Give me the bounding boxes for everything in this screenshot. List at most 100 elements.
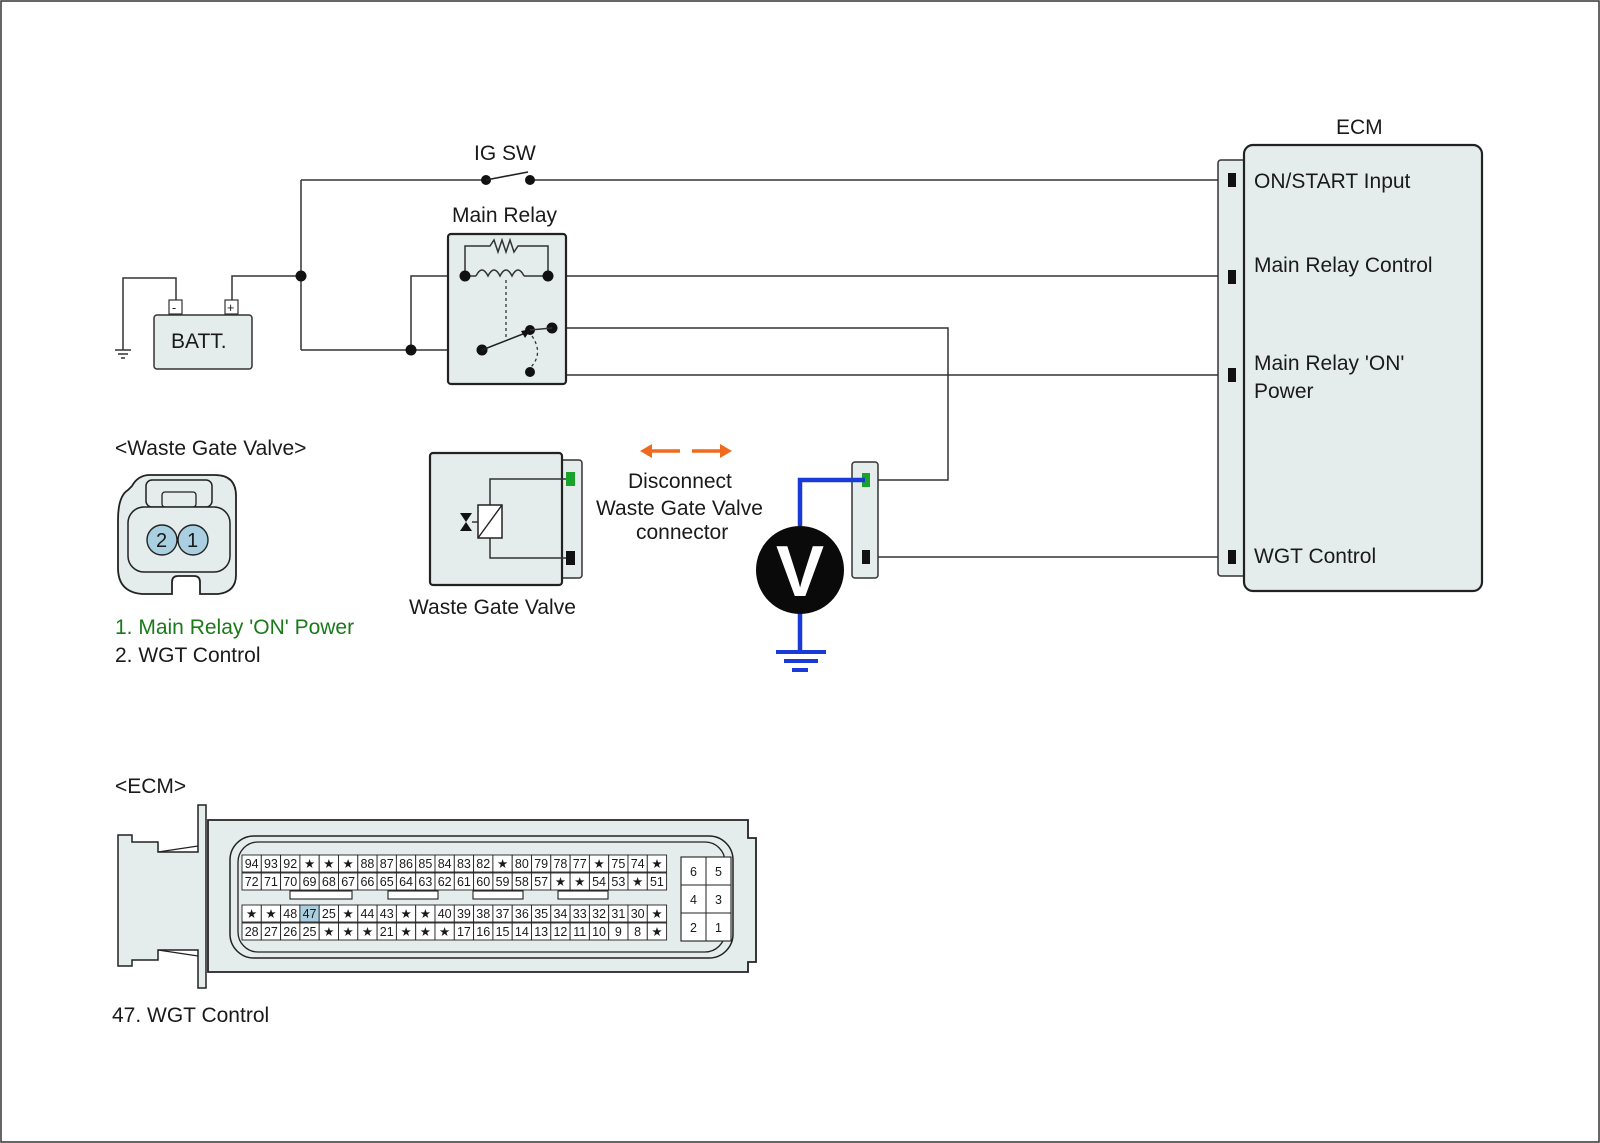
ecm-pin-label: 9 (615, 925, 622, 939)
ecm-pin-cell (646, 922, 668, 941)
ecm-pin-label: 40 (438, 907, 452, 921)
ecm-pin-label: 72 (245, 875, 259, 889)
ecm-pin-label: 87 (380, 857, 394, 871)
ecm-pin-label: 61 (457, 875, 471, 889)
ecm-pin-label: 8 (634, 925, 641, 939)
ecm-pin-label: 12 (553, 925, 567, 939)
ecm-pin-label: 48 (283, 907, 297, 921)
ecm-pin-label: ★ (400, 907, 411, 921)
ecm-pin-label: ★ (304, 857, 315, 871)
ecm-pin-label: 43 (380, 907, 394, 921)
ecm-pin-label: ★ (265, 907, 276, 921)
ecm-pin-label: 84 (438, 857, 452, 871)
ecm-pin-label: 75 (611, 857, 625, 871)
ecm-pin-label: 10 (592, 925, 606, 939)
battery-negative-terminal: - (172, 301, 176, 315)
ecm-pin-label: 67 (341, 875, 355, 889)
ecm-pin-label: 11 (573, 925, 586, 939)
ecm-pin-label: 32 (592, 907, 606, 921)
waste-gate-valve: Waste Gate Valve (409, 451, 583, 619)
ecm-pin-label: 15 (496, 925, 510, 939)
ecm-pin-label: ★ (323, 925, 334, 939)
ecm-pin-label: 54 (592, 875, 606, 889)
ecm-pin-label: 26 (283, 925, 297, 939)
ecm-pin-label: 30 (631, 907, 645, 921)
ecm-pin-label: ★ (420, 907, 431, 921)
ecm-pin-label: 38 (476, 907, 490, 921)
ecm-side-pin-label: 4 (690, 893, 697, 907)
ecm-pin-label: 88 (360, 857, 374, 871)
disconnect-text-line2: Waste Gate Valve (596, 497, 763, 520)
ig-switch: IG SW (474, 142, 536, 185)
ecm-on-start-input: ON/START Input (1254, 170, 1411, 193)
ecm-pin-label: 39 (457, 907, 471, 921)
ecm-pin-label: 86 (399, 857, 413, 871)
ecm-pin-label: 25 (322, 907, 336, 921)
wgv-connector-face: <Waste Gate Valve> 2 1 1. Main Relay 'ON… (115, 437, 354, 667)
ecm-pin-label: ★ (497, 857, 508, 871)
ecm-side-pin-label: 6 (690, 865, 697, 879)
ecm-pin-label: 82 (476, 857, 490, 871)
ecm-pin-label: ★ (246, 907, 257, 921)
ecm-pin-label: ★ (362, 925, 373, 939)
battery-ground-wire (122, 277, 177, 350)
ecm-pin-label: 34 (553, 907, 567, 921)
ecm-pin-label: ★ (343, 907, 354, 921)
ecm-pin-label: 51 (650, 875, 664, 889)
ecm-pin-label: 25 (303, 925, 317, 939)
ecm-pin-label: 33 (573, 907, 587, 921)
ecm-pin-label: ★ (593, 857, 604, 871)
main-relay-label: Main Relay (452, 204, 558, 227)
ecm-pin-label: 78 (553, 857, 567, 871)
ecm-wgt-control: WGT Control (1254, 545, 1376, 568)
ecm-legend: 47. WGT Control (112, 1004, 269, 1027)
disconnect-text-line3: connector (636, 521, 728, 544)
ecm-side-pin-label: 2 (690, 921, 697, 935)
ecm-pin-label: 60 (476, 875, 490, 889)
wgv-component-label: Waste Gate Valve (409, 596, 576, 619)
ecm-main-relay-on-power: Main Relay 'ON' (1254, 352, 1404, 375)
ecm-title: ECM (1336, 116, 1383, 139)
junction-dot (295, 270, 307, 282)
ecm-pin-label: 47 (303, 907, 317, 921)
ecm-pin-label: 63 (418, 875, 432, 889)
ecm-pin-label: ★ (439, 925, 450, 939)
ecm-pin-label: 94 (245, 857, 259, 871)
ecm-pin-cell (646, 904, 668, 923)
ecm-pin-label: 79 (534, 857, 548, 871)
ecm-pin-label: 13 (534, 925, 548, 939)
voltmeter-label: V (776, 532, 824, 612)
voltmeter: V (756, 477, 865, 672)
junction-dot (405, 344, 417, 356)
ecm-pin-cell (646, 854, 668, 873)
ecm-pin-label: 69 (303, 875, 317, 889)
disconnect-text-line1: Disconnect (628, 470, 732, 493)
ecm-pin-label: 80 (515, 857, 529, 871)
ecm-pin-label: 17 (457, 925, 471, 939)
harness-connector (851, 461, 879, 579)
battery: - + BATT. (153, 299, 253, 370)
ecm-pin-label: 35 (534, 907, 548, 921)
ecm-pin-label: 16 (476, 925, 490, 939)
ecm-side-pin-label: 5 (715, 865, 722, 879)
ecm-pin-label: ★ (651, 907, 662, 921)
ecm-pin-label: 28 (245, 925, 259, 939)
ecm-pin-label: 27 (264, 925, 278, 939)
ecm-pin-label: 31 (611, 907, 625, 921)
ecm-side-pin-label: 3 (715, 893, 722, 907)
ecm-pin-label: ★ (555, 875, 566, 889)
battery-positive-terminal: + (227, 301, 234, 315)
ecm-pin-label: 70 (283, 875, 297, 889)
ecm-pin-label: 93 (264, 857, 278, 871)
wgv-pin-1: 1 (187, 530, 198, 552)
ecm-side-pin-cell (705, 912, 732, 942)
wgv-legend-pin2: 2. WGT Control (115, 644, 260, 667)
relay-output-wire (552, 327, 949, 481)
wgv-header: <Waste Gate Valve> (115, 437, 306, 460)
ecm-pin-label: ★ (651, 925, 662, 939)
ecm-pin-label: 68 (322, 875, 336, 889)
